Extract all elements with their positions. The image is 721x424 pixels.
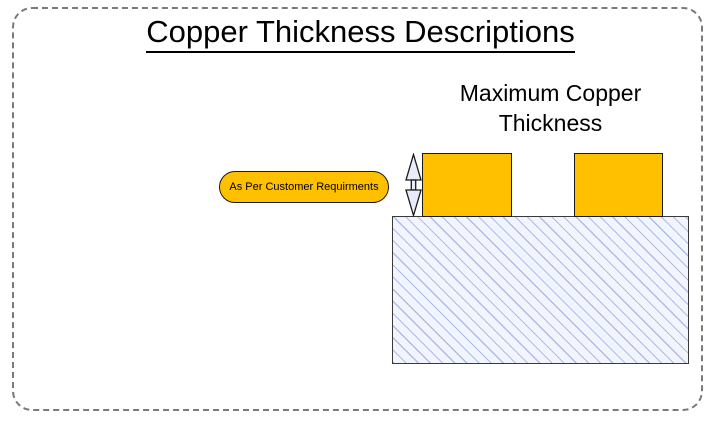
page-title: Copper Thickness Descriptions — [0, 14, 721, 53]
customer-requirements-callout-label: As Per Customer Requirments — [229, 181, 379, 193]
dimension-arrow-head-up — [405, 153, 422, 181]
pcb-substrate-core — [392, 216, 689, 364]
copper-trace-left — [422, 153, 512, 217]
maximum-copper-thickness-caption: Maximum Copper Thickness — [413, 78, 688, 138]
customer-requirements-callout: As Per Customer Requirments — [219, 171, 389, 203]
outer-dashed-frame — [12, 7, 703, 411]
page-title-text: Copper Thickness Descriptions — [146, 14, 575, 53]
copper-trace-right — [574, 153, 663, 217]
dimension-arrow-shaft — [410, 179, 417, 191]
copper-thickness-dimension-arrow — [405, 153, 422, 217]
caption-line-1: Maximum Copper — [459, 80, 642, 106]
caption-line-2: Thickness — [498, 110, 603, 136]
dimension-arrow-head-down — [405, 189, 422, 217]
